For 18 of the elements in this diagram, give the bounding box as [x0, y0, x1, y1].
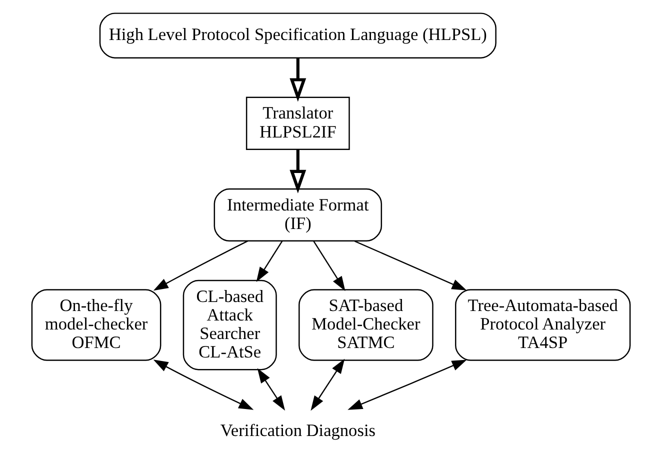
node-box: CL-based Attack Searcher CL-AtSe — [182, 280, 276, 370]
node-text: Verification Diagnosis — [220, 421, 375, 440]
arrow — [152, 240, 248, 291]
node-box: Tree-Automata-based Protocol Analyzer TA4SP — [454, 289, 630, 361]
arrow — [289, 149, 306, 194]
arrow — [347, 360, 466, 410]
node-box: On-the-fly model-checker OFMC — [30, 289, 161, 361]
arrow — [256, 368, 285, 411]
arrow — [310, 358, 344, 411]
arrow — [256, 240, 282, 282]
arrow — [354, 240, 466, 290]
arrow — [289, 58, 306, 102]
arrow — [152, 360, 254, 410]
node-box: Translator HLPSL2IF — [245, 96, 350, 150]
node-box: High Level Protocol Specification Language (HLPSL) — [98, 12, 496, 58]
arrow — [312, 240, 345, 292]
node-box: Intermediate Format (IF) — [213, 188, 382, 242]
node-box: SAT-based Model-Checker SATMC — [298, 289, 433, 361]
